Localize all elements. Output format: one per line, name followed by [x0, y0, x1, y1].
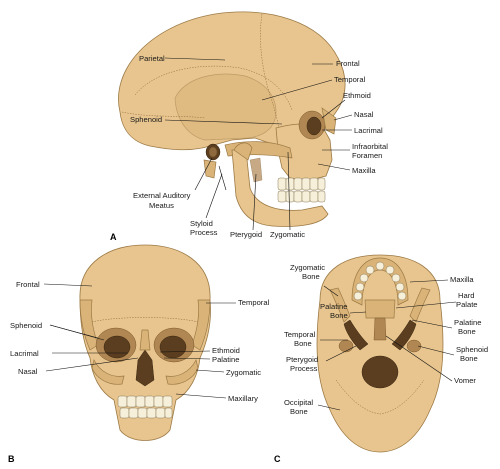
label-occipital-bone-line1: Occipital	[284, 398, 313, 407]
label-ext-auditory-line2: Meatus	[149, 201, 174, 210]
label-hard-palate-line1: Hard	[458, 291, 474, 300]
label-ethmoid-lateral: Ethmoid	[343, 91, 371, 100]
label-occipital-bone-line2: Bone	[290, 407, 308, 416]
inferior-skull	[316, 254, 444, 453]
label-palatine-anterior: Palatine	[212, 355, 239, 364]
label-frontal-lateral: Frontal	[336, 59, 360, 68]
inferior-leaders	[317, 279, 457, 411]
label-palatine-bone-right-line2: Bone	[458, 327, 476, 336]
anterior-teeth	[117, 395, 173, 419]
lateral-skull	[118, 11, 346, 227]
label-styloid-line1: Styloid	[190, 219, 213, 228]
label-lacrimal-anterior: Lacrimal	[10, 349, 39, 358]
label-pterygoid-process-line1: Pterygoid	[286, 355, 318, 364]
label-zygomatic-anterior: Zygomatic	[226, 368, 261, 377]
label-ext-auditory-line1: External Auditory	[133, 191, 191, 200]
label-pterygoid-lateral: Pterygoid	[230, 230, 262, 239]
label-sphenoid-anterior: Sphenoid	[10, 321, 42, 330]
label-maxillary-anterior: Maxillary	[228, 394, 258, 403]
panel-label-c: C	[274, 454, 281, 464]
anterior-leaders	[43, 283, 236, 399]
panel-label-a: A	[110, 232, 117, 242]
panel-label-b: B	[8, 454, 15, 464]
inferior-teeth	[353, 261, 407, 301]
label-temporal-bone-line1: Temporal	[284, 330, 316, 339]
label-lacrimal-lateral: Lacrimal	[354, 126, 383, 135]
label-sphenoid-lateral: Sphenoid	[130, 115, 162, 124]
label-maxilla-lateral: Maxilla	[352, 166, 376, 175]
label-nasal-anterior: Nasal	[18, 367, 38, 376]
label-frontal-anterior: Frontal	[16, 280, 40, 289]
label-styloid-line2: Process	[190, 228, 218, 237]
label-maxilla-inferior: Maxilla	[450, 275, 474, 284]
label-sphenoid-bone-line2: Bone	[460, 354, 478, 363]
label-infraorbital-line2: Foramen	[352, 151, 382, 160]
label-parietal: Parietal	[139, 54, 165, 63]
label-zygomatic-bone-line1: Zygomatic	[290, 263, 325, 272]
label-palatine-bone-left-line2: Bone	[330, 311, 348, 320]
label-infraorbital-line1: Infraorbital	[352, 142, 388, 151]
anterior-skull	[79, 244, 211, 441]
label-temporal-lateral: Temporal	[334, 75, 366, 84]
lateral-teeth	[277, 177, 326, 203]
label-ethmoid-anterior: Ethmoid	[212, 346, 240, 355]
label-zygomatic-bone-line2: Bone	[302, 272, 320, 281]
label-pterygoid-process-line2: Process	[290, 364, 318, 373]
lateral-leaders	[164, 57, 353, 231]
label-hard-palate-line2: Palate	[456, 300, 478, 309]
label-palatine-bone-left-line1: Palatine	[320, 302, 347, 311]
label-vomer: Vomer	[454, 376, 476, 385]
label-temporal-anterior: Temporal	[238, 298, 270, 307]
label-palatine-bone-right-line1: Palatine	[454, 318, 481, 327]
label-zygomatic-lateral: Zygomatic	[270, 230, 305, 239]
label-temporal-bone-line2: Bone	[294, 339, 312, 348]
label-nasal-lateral: Nasal	[354, 110, 374, 119]
label-sphenoid-bone-line1: Sphenoid	[456, 345, 488, 354]
